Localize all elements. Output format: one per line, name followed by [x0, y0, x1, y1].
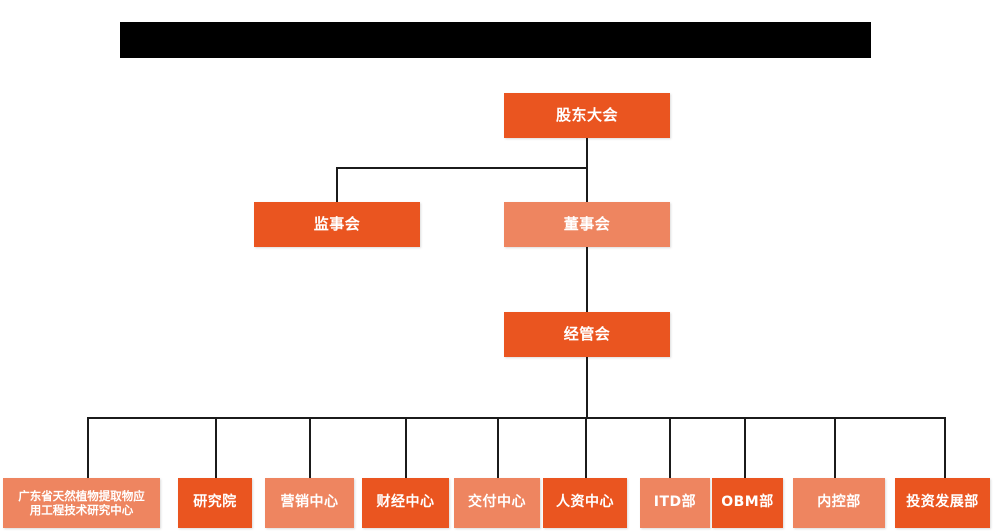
org-node-label: 营销中心 — [280, 494, 339, 511]
connector-drop-itd-department — [669, 417, 671, 478]
connector-line-c3 — [336, 167, 338, 203]
org-node-label: 研究院 — [193, 494, 237, 511]
org-node-hr-center[interactable]: 人资中心 — [543, 478, 627, 528]
org-node-label: 投资发展部 — [906, 494, 979, 511]
connector-drop-obm-department — [744, 417, 746, 478]
org-node-label: 经管会 — [563, 325, 611, 344]
org-node-label: 董事会 — [563, 215, 611, 234]
connector-drop-hr-center — [585, 417, 587, 478]
org-node-label: 监事会 — [313, 215, 361, 234]
connector-line-c6 — [586, 357, 588, 417]
connector-line-c2 — [336, 167, 588, 169]
org-node-label: 广东省天然植物提取物应用工程技术研究中心 — [18, 488, 145, 517]
connector-drop-internal-control-department — [834, 417, 836, 478]
connector-line-c5 — [586, 247, 588, 313]
org-node-gd-research-center[interactable]: 广东省天然植物提取物应用工程技术研究中心 — [3, 478, 160, 528]
org-node-label: ITD部 — [653, 494, 697, 511]
org-node-shareholders[interactable]: 股东大会 — [504, 93, 670, 138]
org-node-finance-center[interactable]: 财经中心 — [362, 478, 449, 528]
connector-drop-gd-research-center — [87, 417, 89, 478]
org-node-label: 内控部 — [817, 494, 861, 511]
org-node-directors[interactable]: 董事会 — [504, 202, 670, 247]
org-node-internal-control-department[interactable]: 内控部 — [793, 478, 885, 528]
connector-line-c7 — [87, 417, 945, 419]
org-node-marketing-center[interactable]: 营销中心 — [265, 478, 354, 528]
connector-drop-marketing-center — [309, 417, 311, 478]
org-node-itd-department[interactable]: ITD部 — [640, 478, 710, 528]
connector-drop-delivery-center — [497, 417, 499, 478]
org-node-label: 人资中心 — [556, 494, 614, 511]
org-node-research-institute[interactable]: 研究院 — [178, 478, 252, 528]
connector-line-c1 — [586, 138, 588, 168]
org-node-label: OBM部 — [721, 494, 774, 511]
connector-drop-investment-development-department — [944, 417, 946, 478]
org-node-supervisors[interactable]: 监事会 — [254, 202, 420, 247]
connector-drop-finance-center — [405, 417, 407, 478]
org-node-label: 交付中心 — [468, 494, 526, 511]
org-node-management-committee[interactable]: 经管会 — [504, 312, 670, 357]
redacted-title-bar — [120, 22, 871, 58]
connector-drop-research-institute — [215, 417, 217, 478]
org-node-label: 股东大会 — [555, 106, 618, 125]
org-node-investment-development-department[interactable]: 投资发展部 — [895, 478, 990, 528]
org-node-label: 财经中心 — [376, 494, 435, 511]
connector-line-c4 — [586, 167, 588, 203]
org-node-obm-department[interactable]: OBM部 — [712, 478, 783, 528]
org-node-delivery-center[interactable]: 交付中心 — [454, 478, 540, 528]
